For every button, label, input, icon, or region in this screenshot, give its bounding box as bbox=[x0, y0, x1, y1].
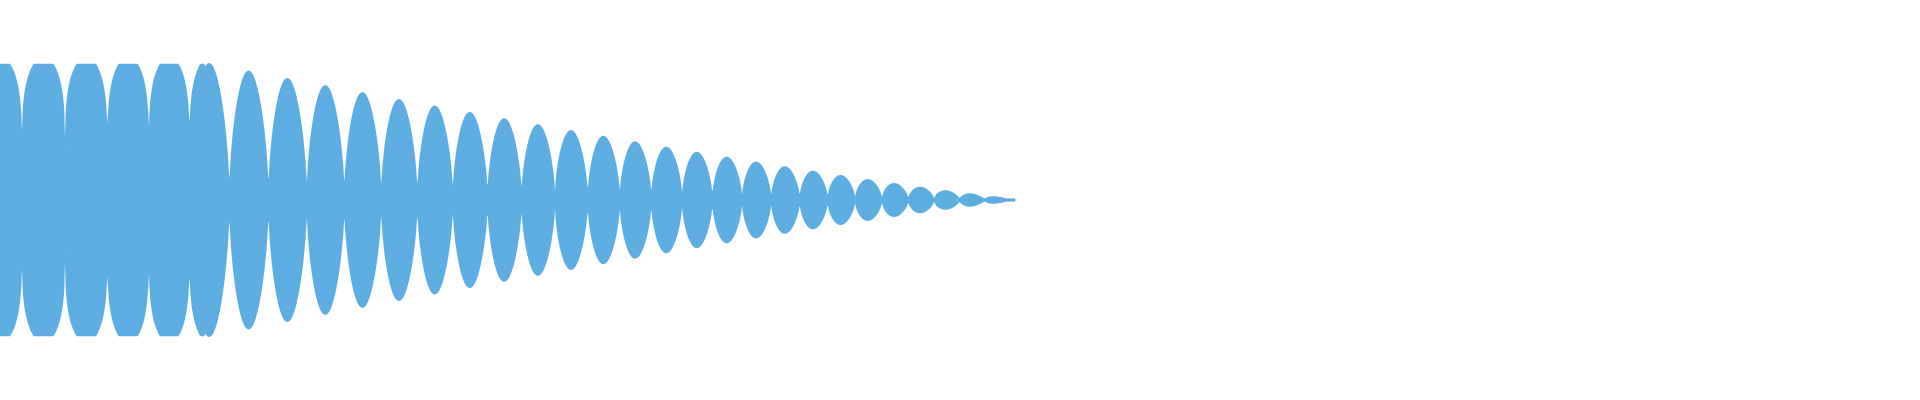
waveform-shape bbox=[0, 63, 1016, 337]
